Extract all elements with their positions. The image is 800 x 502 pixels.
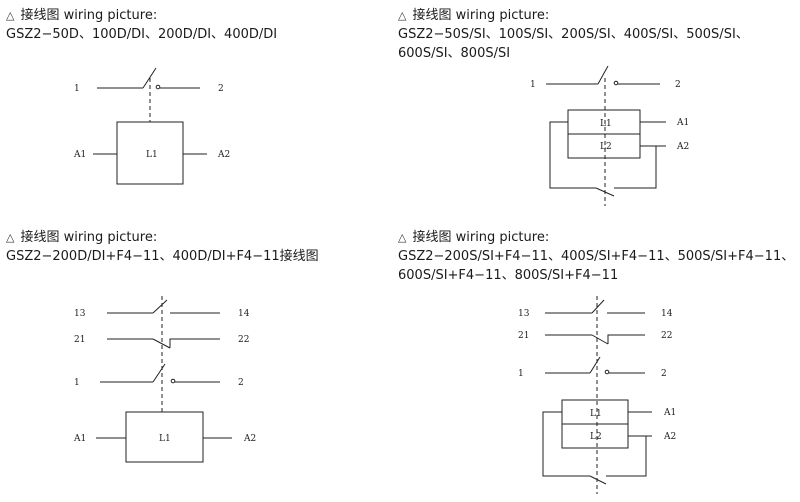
aux-contact-blade [589, 475, 607, 485]
aux-no-blade [152, 299, 168, 314]
panel-3-models: GSZ2−200D/DI+F4−11、400D/DI+F4−11接线图 [6, 249, 319, 264]
diagram-3: 13 14 21 22 1 2 L1 A1 A2 [73, 296, 256, 463]
panel-2-heading: 接线图 wiring picture: [412, 8, 550, 23]
aux-loop-left [549, 121, 596, 189]
terminal-a1-label: A1 [663, 408, 676, 418]
panel-1-heading: 接线图 wiring picture: [20, 8, 158, 23]
terminal-a2-label: A2 [663, 432, 676, 442]
terminal-a1-label: A1 [676, 118, 689, 128]
terminal-22-label: 22 [661, 331, 672, 341]
main-contact-terminal [155, 84, 161, 90]
panel-1-header: △ 接线图 wiring picture: GSZ2−50D、100D/DI、20… [6, 6, 277, 44]
aux-contact-blade [595, 187, 615, 197]
aux-nc-blade [152, 338, 171, 349]
terminal-2-label: 2 [238, 378, 244, 388]
panel-4-models-line1: GSZ2−200S/SI+F4−11、400S/SI+F4−11、500S/SI… [398, 249, 795, 264]
panel-2-header: △ 接线图 wiring picture: GSZ2−50S/SI、100S/SI… [398, 6, 749, 63]
coil-2-label: L2 [600, 142, 612, 152]
terminal-13-label: 13 [74, 309, 86, 319]
terminal-a1-label: A1 [73, 434, 86, 444]
terminal-1-label: 1 [518, 369, 524, 379]
terminal-14-label: 14 [661, 309, 673, 319]
panel-3-header: △ 接线图 wiring picture: GSZ2−200D/DI+F4−11、… [6, 228, 319, 266]
terminal-1-label: 1 [74, 378, 80, 388]
coil-1-label: L1 [600, 119, 612, 129]
main-contact-terminal [604, 369, 610, 375]
terminal-22-label: 22 [238, 335, 249, 345]
main-contact-terminal [613, 80, 619, 86]
coil-label: L1 [159, 434, 171, 444]
aux-loop-right [606, 436, 647, 477]
triangle-outline-icon: △ [6, 9, 15, 22]
panel-4-header: △ 接线图 wiring picture: GSZ2−200S/SI+F4−11、… [398, 228, 794, 285]
coil-box [125, 411, 204, 463]
terminal-a1-label: A1 [73, 150, 86, 160]
terminal-a2-label: A2 [676, 142, 689, 152]
aux-nc-blade [591, 334, 609, 345]
terminal-2-label: 2 [661, 369, 667, 379]
terminal-13-label: 13 [518, 309, 530, 319]
triangle-outline-icon: △ [398, 231, 407, 244]
terminal-a2-label: A2 [217, 150, 230, 160]
panel-4-models-line2: 600S/SI+F4−11、800S/SI+F4−11 [398, 268, 619, 283]
main-contact-blade [152, 363, 166, 383]
triangle-outline-icon: △ [6, 231, 15, 244]
main-contact-terminal [170, 378, 176, 384]
coil-2-label: L2 [590, 432, 602, 442]
panel-4-heading: 接线图 wiring picture: [412, 230, 550, 245]
aux-loop-left [542, 411, 590, 477]
coil-box [116, 121, 184, 185]
panel-2-models-line2: 600S/SI、800S/SI [398, 46, 511, 61]
terminal-1-label: 1 [530, 80, 536, 90]
terminal-21-label: 21 [518, 331, 529, 341]
panel-1-models: GSZ2−50D、100D/DI、200D/DI、400D/DI [6, 27, 278, 42]
terminal-14-label: 14 [238, 309, 250, 319]
aux-no-blade [591, 299, 605, 314]
aux-nc-wire-right [607, 334, 645, 344]
diagram-2: 1 2 L1 L2 A1 A2 [530, 65, 689, 206]
terminal-1-label: 1 [74, 84, 80, 94]
aux-loop-right [614, 146, 657, 189]
aux-nc-wire-right [169, 338, 220, 348]
terminal-a2-label: A2 [243, 434, 256, 444]
terminal-2-label: 2 [218, 84, 224, 94]
diagram-1: 1 2 L1 A1 A2 [73, 67, 230, 185]
terminal-2-label: 2 [675, 80, 681, 90]
main-contact-blade [589, 356, 601, 374]
coil-label: L1 [146, 150, 158, 160]
panel-3-heading: 接线图 wiring picture: [20, 230, 158, 245]
panel-2-models-line1: GSZ2−50S/SI、100S/SI、200S/SI、400S/SI、500S… [398, 27, 749, 42]
main-contact-blade [597, 65, 609, 85]
triangle-outline-icon: △ [398, 9, 407, 22]
diagram-4: 13 14 21 22 1 2 L1 L2 A1 A2 [518, 296, 676, 494]
terminal-21-label: 21 [74, 335, 85, 345]
coil-1-label: L1 [590, 409, 602, 419]
